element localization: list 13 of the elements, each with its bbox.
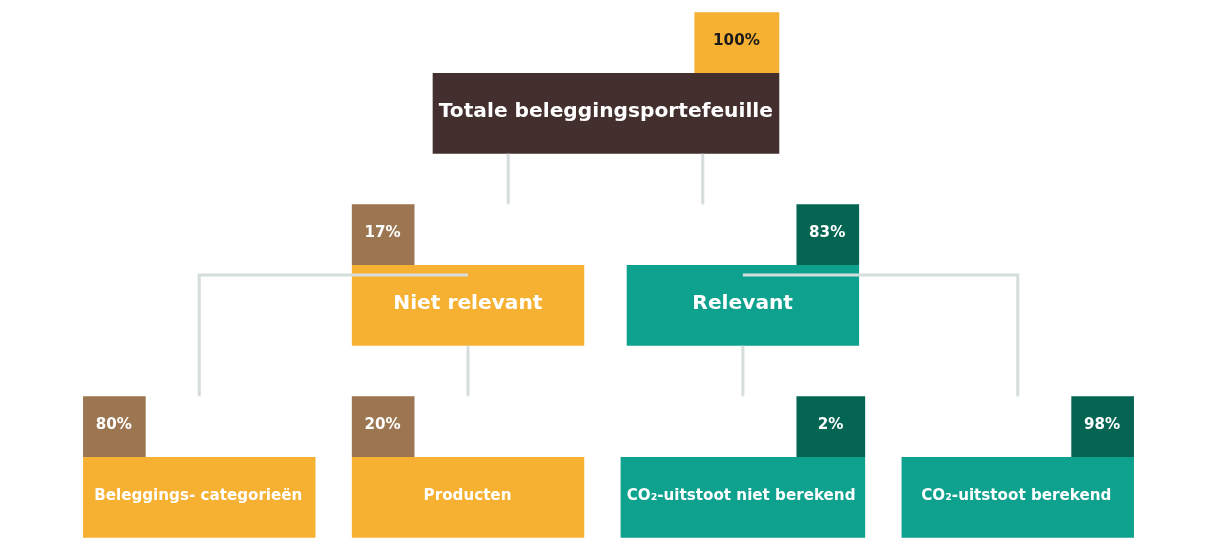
connector — [742, 273, 1019, 397]
node-label: 98% — [1083, 415, 1120, 434]
connector — [506, 153, 510, 205]
connector — [197, 273, 468, 397]
node-label: 80% — [95, 415, 132, 434]
node-label: 83% — [808, 223, 845, 242]
connector — [466, 345, 470, 397]
node-label: 100% — [712, 31, 760, 50]
connector — [700, 153, 704, 205]
node-label: 17% — [363, 223, 401, 242]
node-label: 20% — [363, 415, 401, 434]
node-label: 2% — [817, 415, 843, 434]
connector — [740, 345, 744, 397]
